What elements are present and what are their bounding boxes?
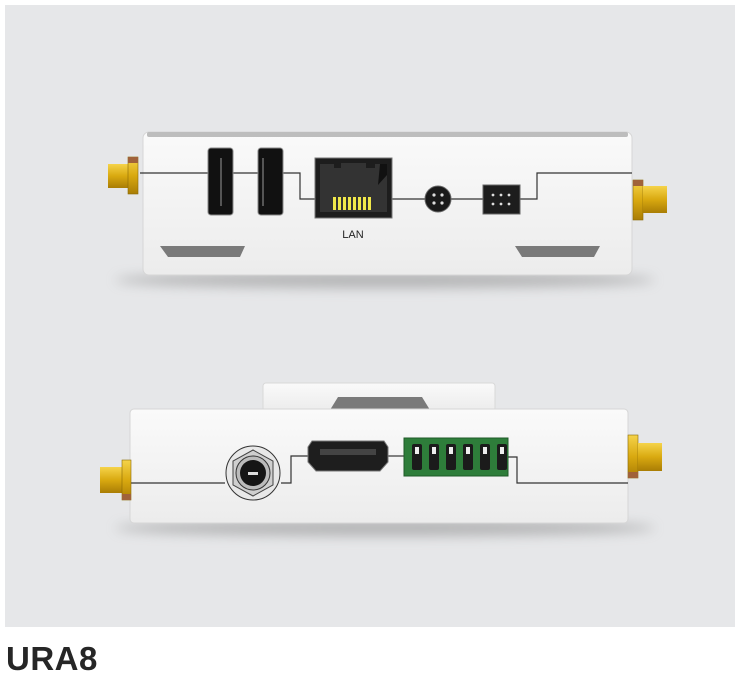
lan-port-icon[interactable]	[314, 157, 393, 219]
lan-label: LAN	[342, 229, 363, 241]
pin-header-connector-icon[interactable]	[482, 184, 521, 215]
device-shadow	[115, 520, 655, 536]
device-foot-left	[160, 246, 245, 257]
usb-port-1-icon[interactable]	[207, 147, 234, 216]
usb-port-2-icon[interactable]	[257, 147, 284, 216]
device-top-edge	[147, 132, 628, 137]
antenna-connector-left-icon	[100, 459, 132, 501]
device-foot-right	[515, 246, 600, 257]
device-shadow	[115, 272, 655, 288]
device-front-view: LAN	[108, 131, 667, 288]
device-foot	[330, 397, 430, 410]
dc-power-jack-icon[interactable]	[225, 445, 281, 501]
antenna-connector-right-icon	[632, 179, 667, 221]
antenna-connector-right-icon	[627, 434, 662, 479]
product-title: URA8	[6, 640, 98, 677]
antenna-connector-left-icon	[108, 156, 139, 195]
device-rear-view	[100, 382, 662, 536]
hdmi-port-icon[interactable]	[307, 440, 389, 472]
terminal-block-connector-icon[interactable]	[403, 437, 509, 477]
round-power-connector-icon[interactable]	[424, 185, 452, 213]
